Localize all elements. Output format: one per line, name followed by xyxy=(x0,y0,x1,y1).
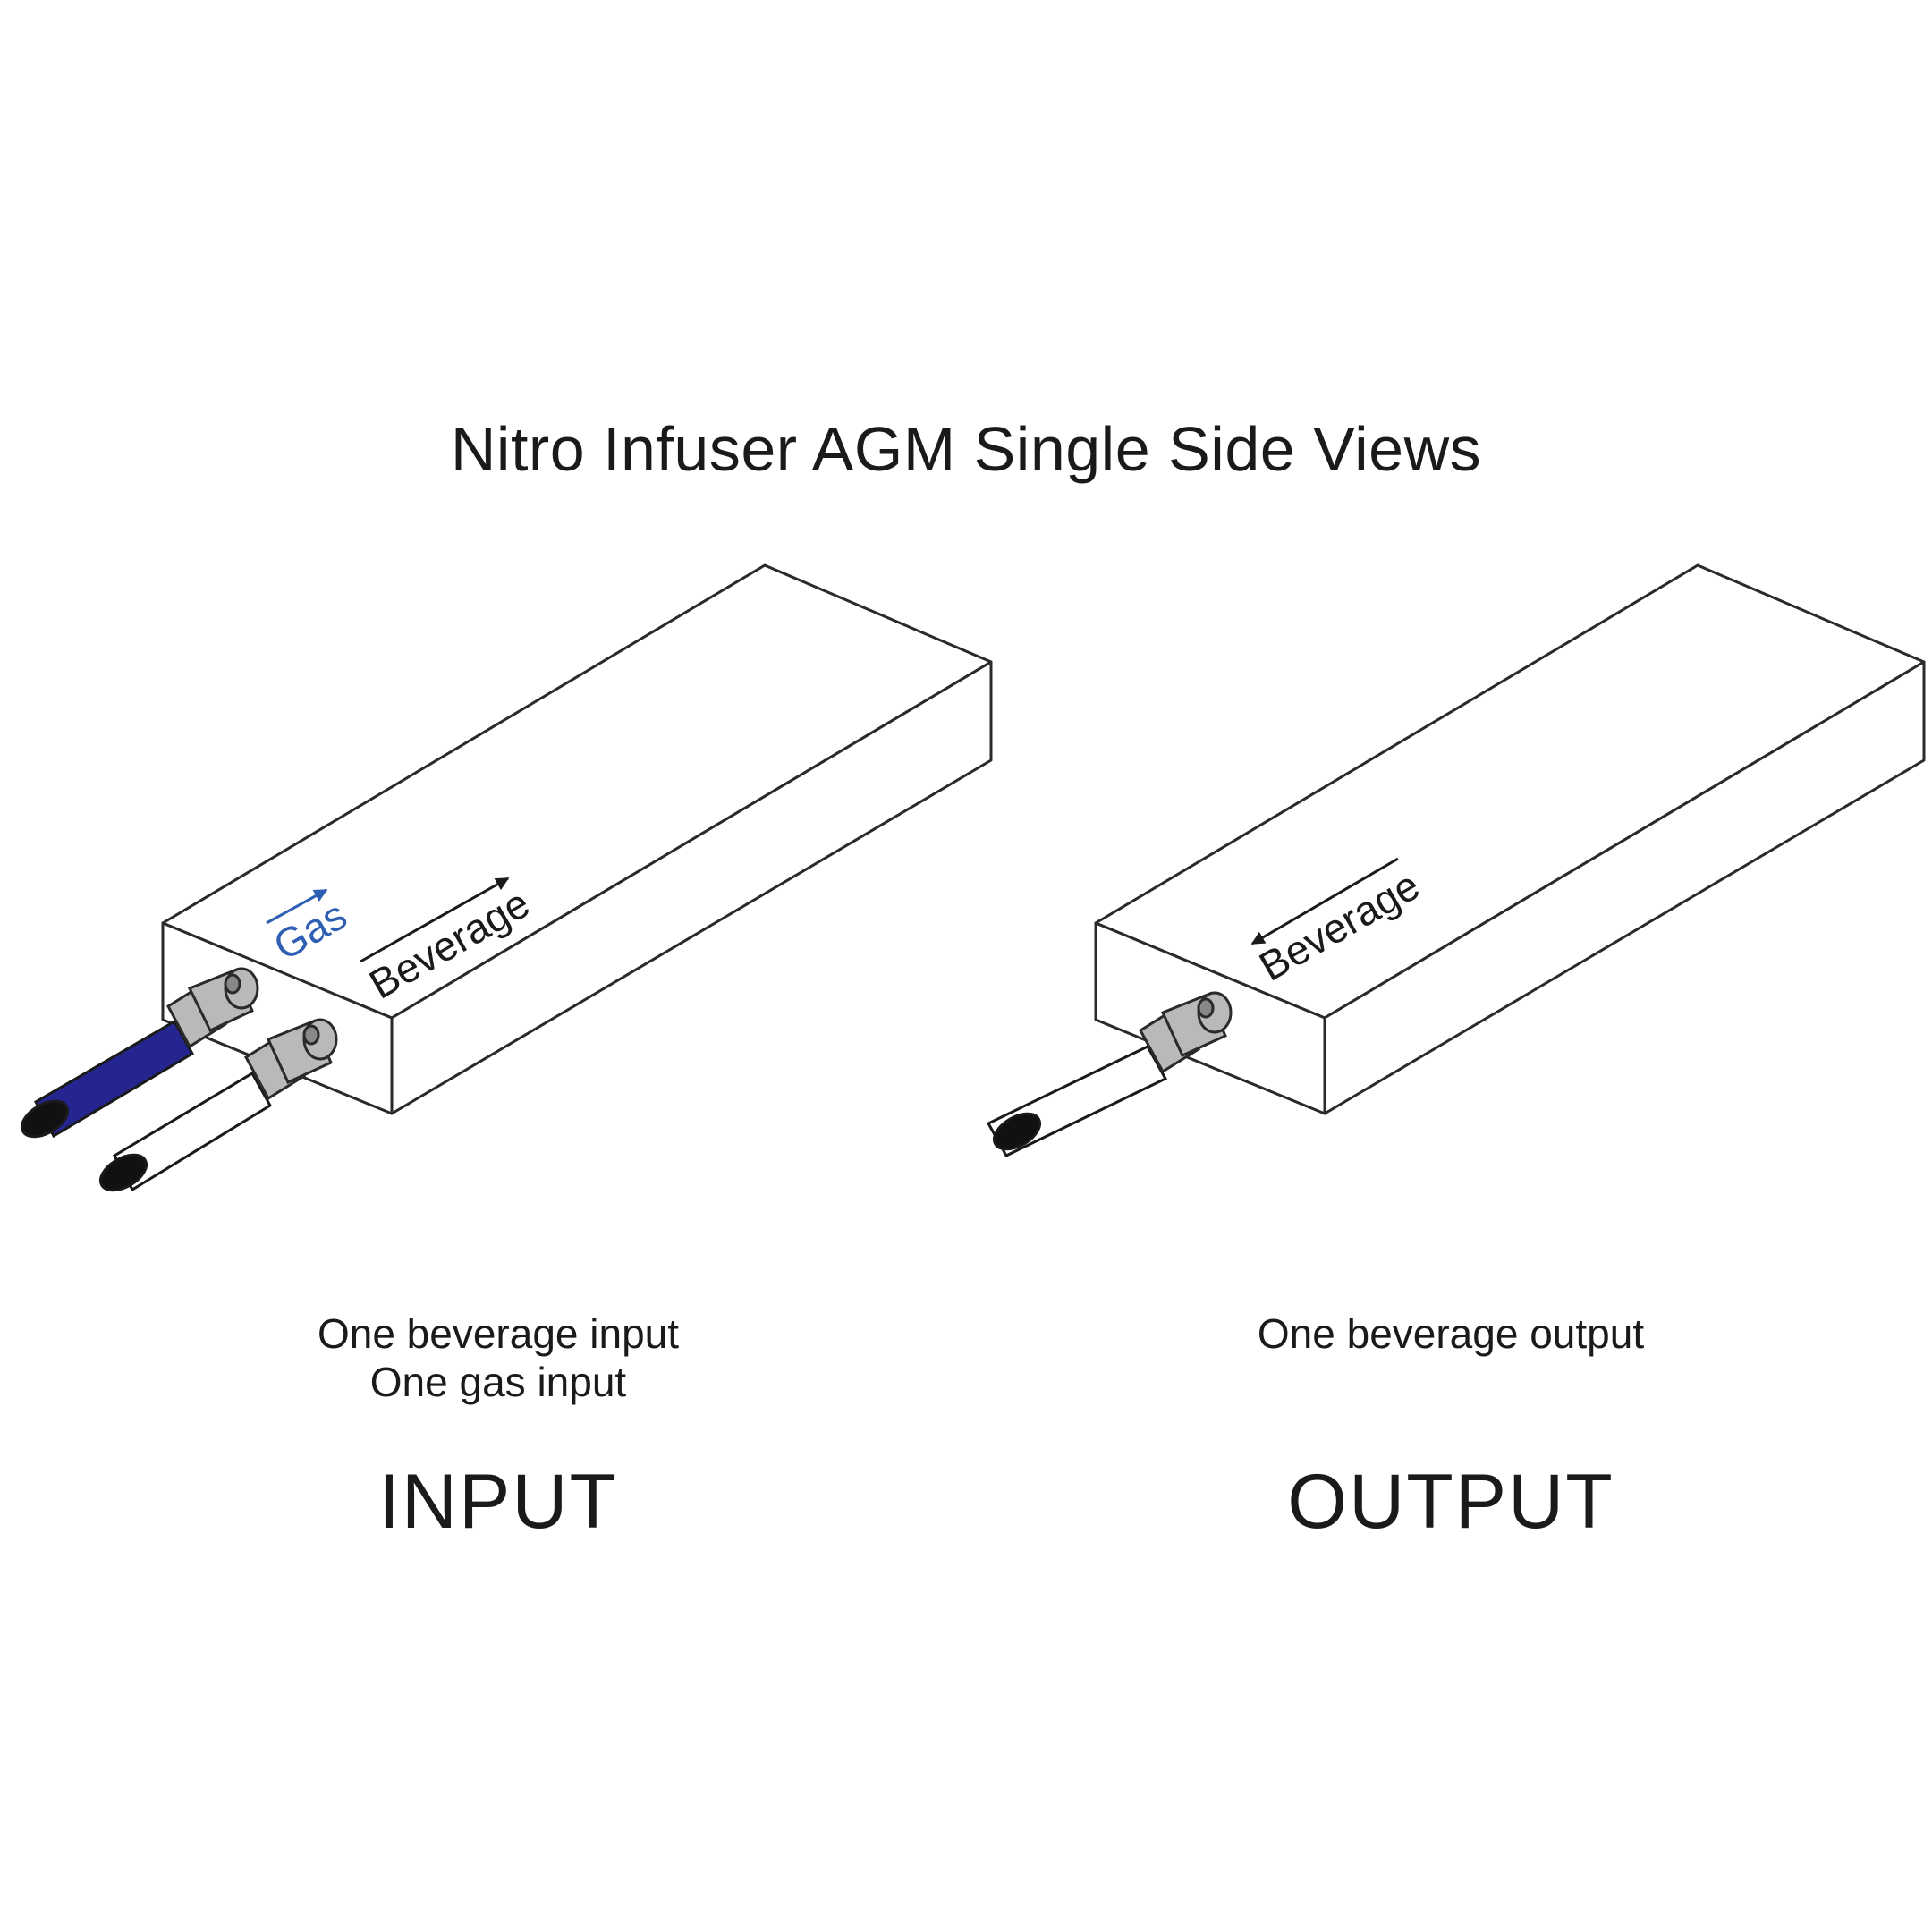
output-section-label: OUTPUT xyxy=(1287,1459,1614,1545)
output-description-line: One beverage output xyxy=(1257,1310,1645,1357)
gas-input-fitting xyxy=(244,1018,338,1101)
beverage-input-fitting xyxy=(166,967,259,1049)
output-box-side xyxy=(1323,660,1926,1115)
output-hose-end xyxy=(992,1112,1042,1151)
beverage-output-hose xyxy=(986,991,1233,1157)
input-section-label: INPUT xyxy=(378,1459,618,1545)
beverage-output-fitting xyxy=(1139,991,1233,1074)
input-device xyxy=(161,564,993,1115)
page-title: Nitro Infuser AGM Single Side Views xyxy=(450,414,1482,484)
input-description-line: One gas input xyxy=(369,1359,627,1405)
white-hose-body xyxy=(113,1071,273,1192)
input-description-line: One beverage input xyxy=(317,1310,680,1357)
input-box-side xyxy=(390,660,993,1115)
white-hose-end xyxy=(98,1153,148,1192)
gas-arrow-icon xyxy=(266,888,328,925)
beverage-in-arrow-icon xyxy=(360,877,510,963)
blue-hose-end xyxy=(20,1099,70,1139)
gas-input-hose xyxy=(98,1018,338,1192)
input-description: One beverage input One gas input xyxy=(96,1309,901,1406)
output-device xyxy=(1094,564,1926,1115)
beverage-input-hose xyxy=(20,967,259,1139)
beverage-out-arrow-icon xyxy=(1250,857,1399,945)
output-description: One beverage output xyxy=(1048,1309,1853,1358)
